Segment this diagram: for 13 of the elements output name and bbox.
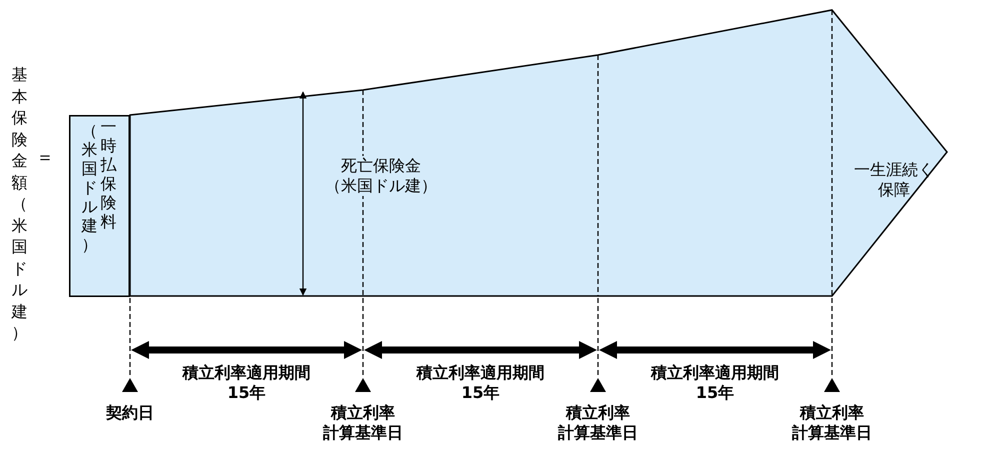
box-label: （米国ドル建） bbox=[81, 121, 98, 254]
box-label: 一時払保険料 bbox=[100, 117, 117, 231]
date-label: 積立利率計算基準日 bbox=[556, 403, 639, 443]
equals-sign: ＝ bbox=[35, 148, 55, 168]
date-label: 契約日 bbox=[105, 403, 155, 423]
premium-box bbox=[69, 115, 130, 297]
period-label: 積立利率適用期間15年 bbox=[650, 363, 780, 403]
benefit-arrow-shape bbox=[130, 10, 948, 297]
date-label: 積立利率計算基準日 bbox=[790, 403, 873, 443]
axis-label: 基本保険金額（米国ドル建） bbox=[11, 64, 28, 344]
period-label: 積立利率適用期間15年 bbox=[415, 363, 546, 403]
period-label: 積立利率適用期間15年 bbox=[181, 363, 312, 403]
date-label: 積立利率計算基準日 bbox=[322, 403, 404, 443]
